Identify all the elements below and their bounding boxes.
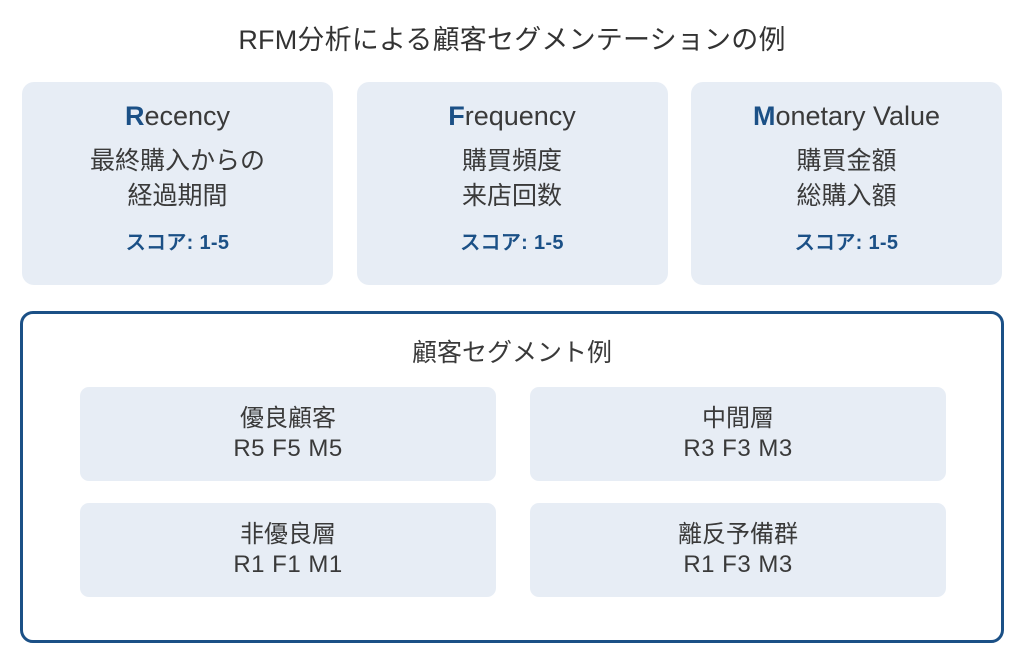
segment-name: 中間層 xyxy=(702,405,774,432)
segment-code: R1 F1 M1 xyxy=(233,551,343,578)
rfm-card-description: 最終購入からの 経過期間 xyxy=(22,144,333,214)
segment-name: 優良顧客 xyxy=(240,405,336,432)
customer-segment-panel: 顧客セグメント例 優良顧客 R5 F5 M5 中間層 R3 F3 M3 非優良層… xyxy=(20,311,1004,643)
rfm-card-title: Frequency xyxy=(357,101,668,132)
rfm-card-title: Monetary Value xyxy=(691,101,1002,132)
segment-code: R1 F3 M3 xyxy=(683,551,793,578)
segment-box-middle: 中間層 R3 F3 M3 xyxy=(530,387,946,481)
rfm-card-description-line2: 経過期間 xyxy=(127,182,228,211)
rfm-card-description: 購買金額 総購入額 xyxy=(691,144,1002,214)
rfm-card-description-line2: 総購入額 xyxy=(796,182,897,211)
rfm-card-title-rest: requency xyxy=(464,101,576,131)
rfm-card-row: Recency 最終購入からの 経過期間 スコア: 1-5 Frequency … xyxy=(22,82,1002,285)
segment-box-at-risk: 離反予備群 R1 F3 M3 xyxy=(530,503,946,597)
rfm-card-initial-letter: F xyxy=(448,101,465,131)
rfm-card-title-rest: onetary Value xyxy=(775,101,941,131)
rfm-card-initial-letter: M xyxy=(752,101,776,131)
rfm-card-score: スコア: 1-5 xyxy=(794,232,899,255)
rfm-card-description: 購買頻度 来店回数 xyxy=(357,144,668,214)
rfm-card-monetary-value: Monetary Value 購買金額 総購入額 スコア: 1-5 xyxy=(691,82,1002,285)
rfm-card-title: Recency xyxy=(22,101,333,132)
segment-name: 非優良層 xyxy=(240,521,336,548)
rfm-card-description-line1: 購買金額 xyxy=(796,147,897,176)
page-title: RFM分析による顧客セグメンテーションの例 xyxy=(238,25,786,55)
rfm-card-score: スコア: 1-5 xyxy=(125,232,230,255)
rfm-card-recency: Recency 最終購入からの 経過期間 スコア: 1-5 xyxy=(22,82,333,285)
rfm-card-description-line2: 来店回数 xyxy=(461,182,562,211)
segment-grid: 優良顧客 R5 F5 M5 中間層 R3 F3 M3 非優良層 R1 F1 M1… xyxy=(80,387,946,597)
segment-panel-title: 顧客セグメント例 xyxy=(411,339,612,367)
rfm-card-description-line1: 最終購入からの xyxy=(89,147,265,176)
rfm-card-score: スコア: 1-5 xyxy=(460,232,564,255)
segment-code: R5 F5 M5 xyxy=(233,435,343,462)
segment-code: R3 F3 M3 xyxy=(683,435,793,462)
rfm-card-title-rest: ecency xyxy=(144,101,231,131)
rfm-card-description-line1: 購買頻度 xyxy=(461,147,562,176)
segment-box-loyal: 優良顧客 R5 F5 M5 xyxy=(80,387,496,481)
segment-box-low-value: 非優良層 R1 F1 M1 xyxy=(80,503,496,597)
rfm-card-initial-letter: R xyxy=(124,101,145,131)
segment-name: 離反予備群 xyxy=(678,521,798,548)
rfm-card-frequency: Frequency 購買頻度 来店回数 スコア: 1-5 xyxy=(356,82,668,285)
